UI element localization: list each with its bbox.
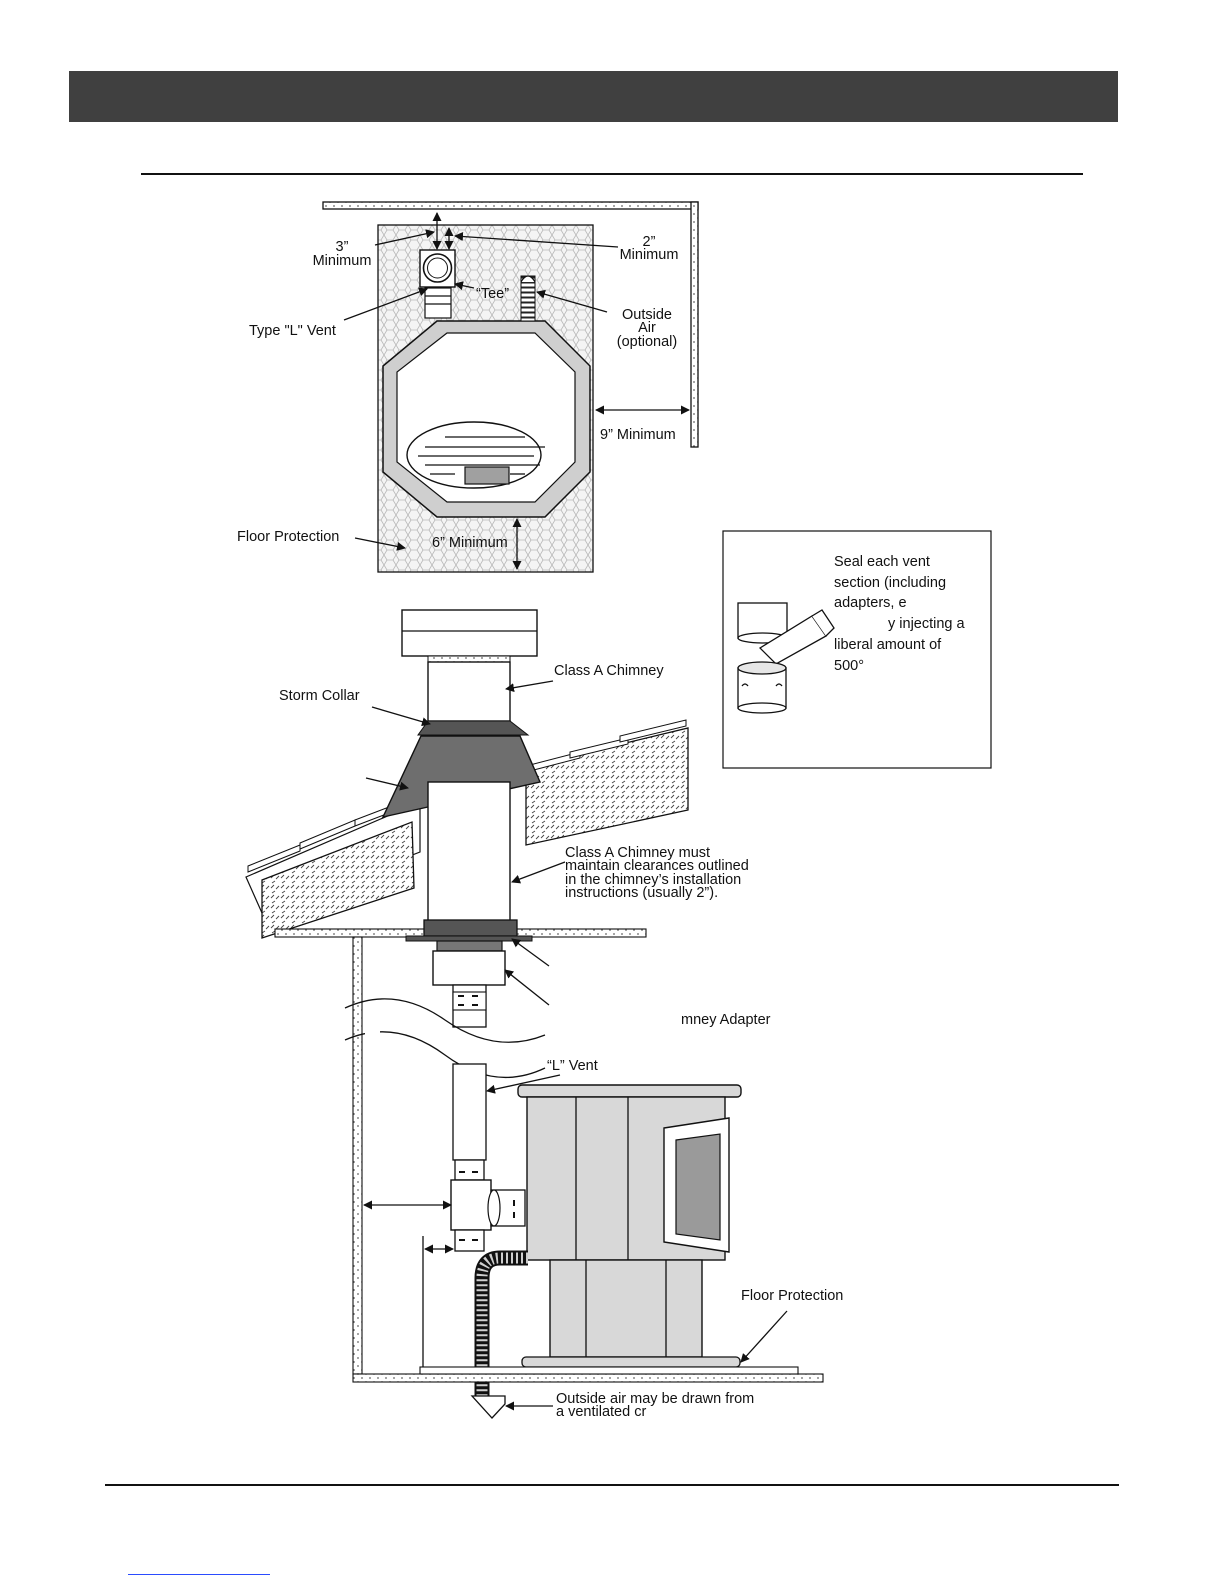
side-wall — [690, 201, 699, 448]
outside-air-inlet — [470, 1395, 506, 1419]
top-view: 3” Minimum 2” Minimum “Tee” Outside Air … — [237, 201, 699, 573]
label-6-inch-minimum: 6” Minimum — [432, 535, 508, 551]
floor — [352, 1373, 824, 1383]
label-optional: (optional) — [617, 334, 677, 350]
footer-link-underline[interactable] — [128, 1574, 270, 1575]
label-2-inch: 2” — [643, 234, 656, 250]
seal-line-4: y injecting a — [888, 616, 966, 632]
label-l-vent: “L” Vent — [547, 1058, 598, 1074]
section-rule — [141, 173, 1083, 175]
clearance-note-line-3: in the chimney’s installation — [565, 872, 741, 888]
seal-line-5: liberal amount of — [834, 637, 942, 653]
clearance-note-line-4: instructions (usually 2”). — [565, 885, 718, 901]
label-type-l-vent: Type "L" Vent — [249, 323, 336, 339]
outside-air-note-line-1: Outside air may be drawn from — [556, 1391, 754, 1407]
clearance-note-line-2: maintain clearances outlined — [565, 858, 749, 874]
label-9-inch-minimum: 9” Minimum — [600, 427, 676, 443]
seal-line-3: adapters, e — [834, 595, 907, 611]
label-3-inch: 3” — [336, 239, 349, 255]
floor-protection-strip — [419, 1366, 799, 1375]
seal-line-2: section (including — [834, 575, 946, 591]
tee-fitting — [450, 1179, 492, 1231]
label-minimum-left: Minimum — [313, 253, 372, 269]
outside-air-hose-top — [520, 275, 536, 322]
label-minimum-right: Minimum — [620, 247, 679, 263]
chimney-cap — [401, 609, 538, 657]
outside-air-note-line-2: a ventilated cr — [556, 1404, 646, 1420]
chimney-adapter — [432, 950, 506, 986]
footer-rule — [105, 1484, 1119, 1486]
seal-line-1: Seal each vent — [834, 554, 930, 570]
l-vent-lower — [452, 1063, 487, 1161]
clearance-note-line-1: Class A Chimney must — [565, 845, 710, 861]
label-chimney-adapter: mney Adapter — [681, 1012, 771, 1028]
class-a-chimney-pipe — [427, 661, 511, 725]
roof-insulation-left — [261, 821, 415, 939]
label-tee: “Tee” — [476, 286, 509, 302]
label-floor-protection-top: Floor Protection — [237, 529, 339, 545]
seal-callout-box: Seal each vent section (including adapte… — [722, 530, 992, 769]
ceiling-support — [423, 919, 518, 937]
side-view: Class A Chimney Storm Collar Class A Chi… — [245, 609, 843, 1420]
class-a-chimney-lower — [427, 781, 511, 923]
header-bar — [69, 71, 1118, 122]
rear-wall — [322, 201, 699, 210]
label-floor-protection-bottom: Floor Protection — [741, 1288, 843, 1304]
stove-top-view — [382, 320, 591, 518]
tee-top-view — [419, 249, 456, 319]
label-air: Air — [638, 320, 656, 336]
stove-side-view — [517, 1084, 742, 1368]
label-outside: Outside — [622, 307, 672, 323]
label-class-a-chimney: Class A Chimney — [554, 663, 664, 679]
label-storm-collar: Storm Collar — [279, 688, 360, 704]
seal-line-6: 500° — [834, 658, 864, 674]
